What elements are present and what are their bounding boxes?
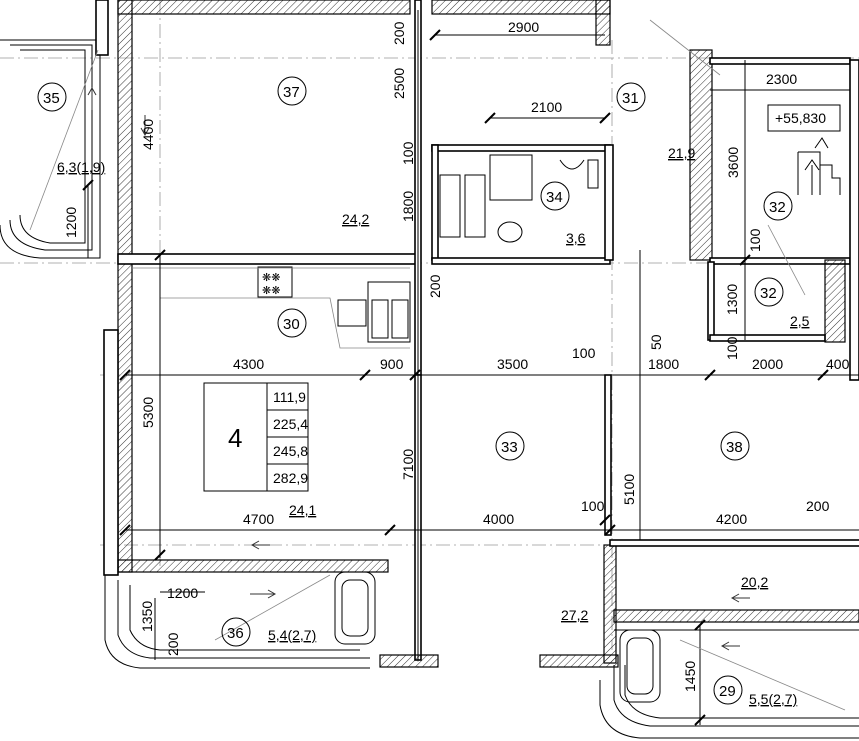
room-area: 24,2 [342, 211, 369, 227]
room-area: 20,2 [741, 574, 768, 590]
dimension-labels: 2900 2100 4300 900 3500 100 1800 2000 40… [167, 19, 850, 601]
table-value: 282,9 [273, 470, 308, 486]
room-number: 36 [227, 625, 244, 642]
dim-label: 100 [747, 228, 763, 252]
dim-label: 200 [427, 274, 443, 298]
dim-label: 1800 [400, 191, 416, 222]
room-number: 29 [719, 683, 736, 700]
room-number: 35 [43, 90, 60, 107]
dim-label: 2000 [752, 356, 783, 372]
stove-burner-icon: ❋❋ [262, 272, 280, 284]
room-number: 32 [760, 285, 777, 302]
dim-label: 1200 [63, 207, 79, 238]
table-value: 111,9 [273, 389, 306, 405]
dim-label: 7100 [400, 449, 416, 480]
dim-label: 1300 [724, 284, 740, 315]
dim-label: 4200 [716, 511, 747, 527]
room-area: 21,9 [668, 145, 695, 161]
dim-label: 1800 [648, 356, 679, 372]
room-area: 5,4(2,7) [268, 627, 316, 643]
room-area: 24,1 [289, 502, 316, 518]
dim-label: 3600 [725, 147, 741, 178]
dim-label: 100 [724, 336, 740, 360]
dimension-lines [29, 10, 859, 726]
dim-label: 200 [391, 21, 407, 45]
dim-label: 3500 [497, 356, 528, 372]
dim-label: 400 [826, 356, 850, 372]
dim-label: 1350 [139, 601, 155, 632]
elevation-mark: +55,830 [767, 104, 841, 132]
room-area: 6,3(1,9) [57, 159, 105, 175]
dim-label: 200 [165, 632, 181, 656]
room-area: 3,6 [566, 230, 586, 246]
room-area: 2,5 [790, 313, 810, 329]
dim-label: 50 [648, 334, 664, 350]
dim-label: 5300 [140, 397, 156, 428]
dim-label: 2300 [766, 71, 797, 87]
apartment-table: 4 111,9 225,4 245,8 282,9 [203, 382, 309, 492]
room-number: 38 [726, 439, 743, 456]
room-area: 5,5(2,7) [749, 691, 797, 707]
vertical-dimension-labels: 200 2500 4400 100 1800 200 50 100 5300 7… [63, 21, 763, 692]
dim-label: 5100 [621, 474, 637, 505]
room-number: 30 [283, 316, 300, 333]
apartment-type-label: 4 [228, 423, 242, 453]
table-value: 245,8 [273, 443, 308, 459]
room-number: 32 [769, 199, 786, 216]
room-area: 27,2 [561, 607, 588, 623]
room-markers: 37 31 34 35 30 33 38 32 32 36 29 [37, 76, 793, 705]
dim-label: 100 [572, 345, 596, 361]
dim-label: 100 [400, 141, 416, 165]
room-areas: 24,2 3,6 6,3(1,9) 27,2 20,2 2,5 5,4(2,7)… [57, 145, 810, 707]
dim-label: 2500 [391, 68, 407, 99]
arrows [87, 86, 750, 651]
dim-label: 1200 [167, 585, 198, 601]
dim-label: 200 [806, 498, 830, 514]
dim-label: 4000 [483, 511, 514, 527]
fixtures: ❋❋ ❋❋ [132, 137, 841, 703]
dim-label: 900 [380, 356, 404, 372]
elevation-mark-label: +55,830 [775, 110, 826, 126]
room-number: 34 [546, 189, 563, 206]
dim-label: 2900 [508, 19, 539, 35]
dim-label: 4400 [140, 119, 156, 150]
svg-text:❋❋: ❋❋ [262, 285, 280, 297]
dim-label: 4700 [243, 511, 274, 527]
room-number: 37 [283, 84, 300, 101]
dim-label: 100 [581, 498, 605, 514]
table-value: 225,4 [273, 416, 308, 432]
dim-label: 4300 [233, 356, 264, 372]
dim-label: 1450 [682, 661, 698, 692]
room-number: 31 [622, 90, 639, 107]
room-number: 33 [501, 439, 518, 456]
dim-label: 2100 [531, 99, 562, 115]
